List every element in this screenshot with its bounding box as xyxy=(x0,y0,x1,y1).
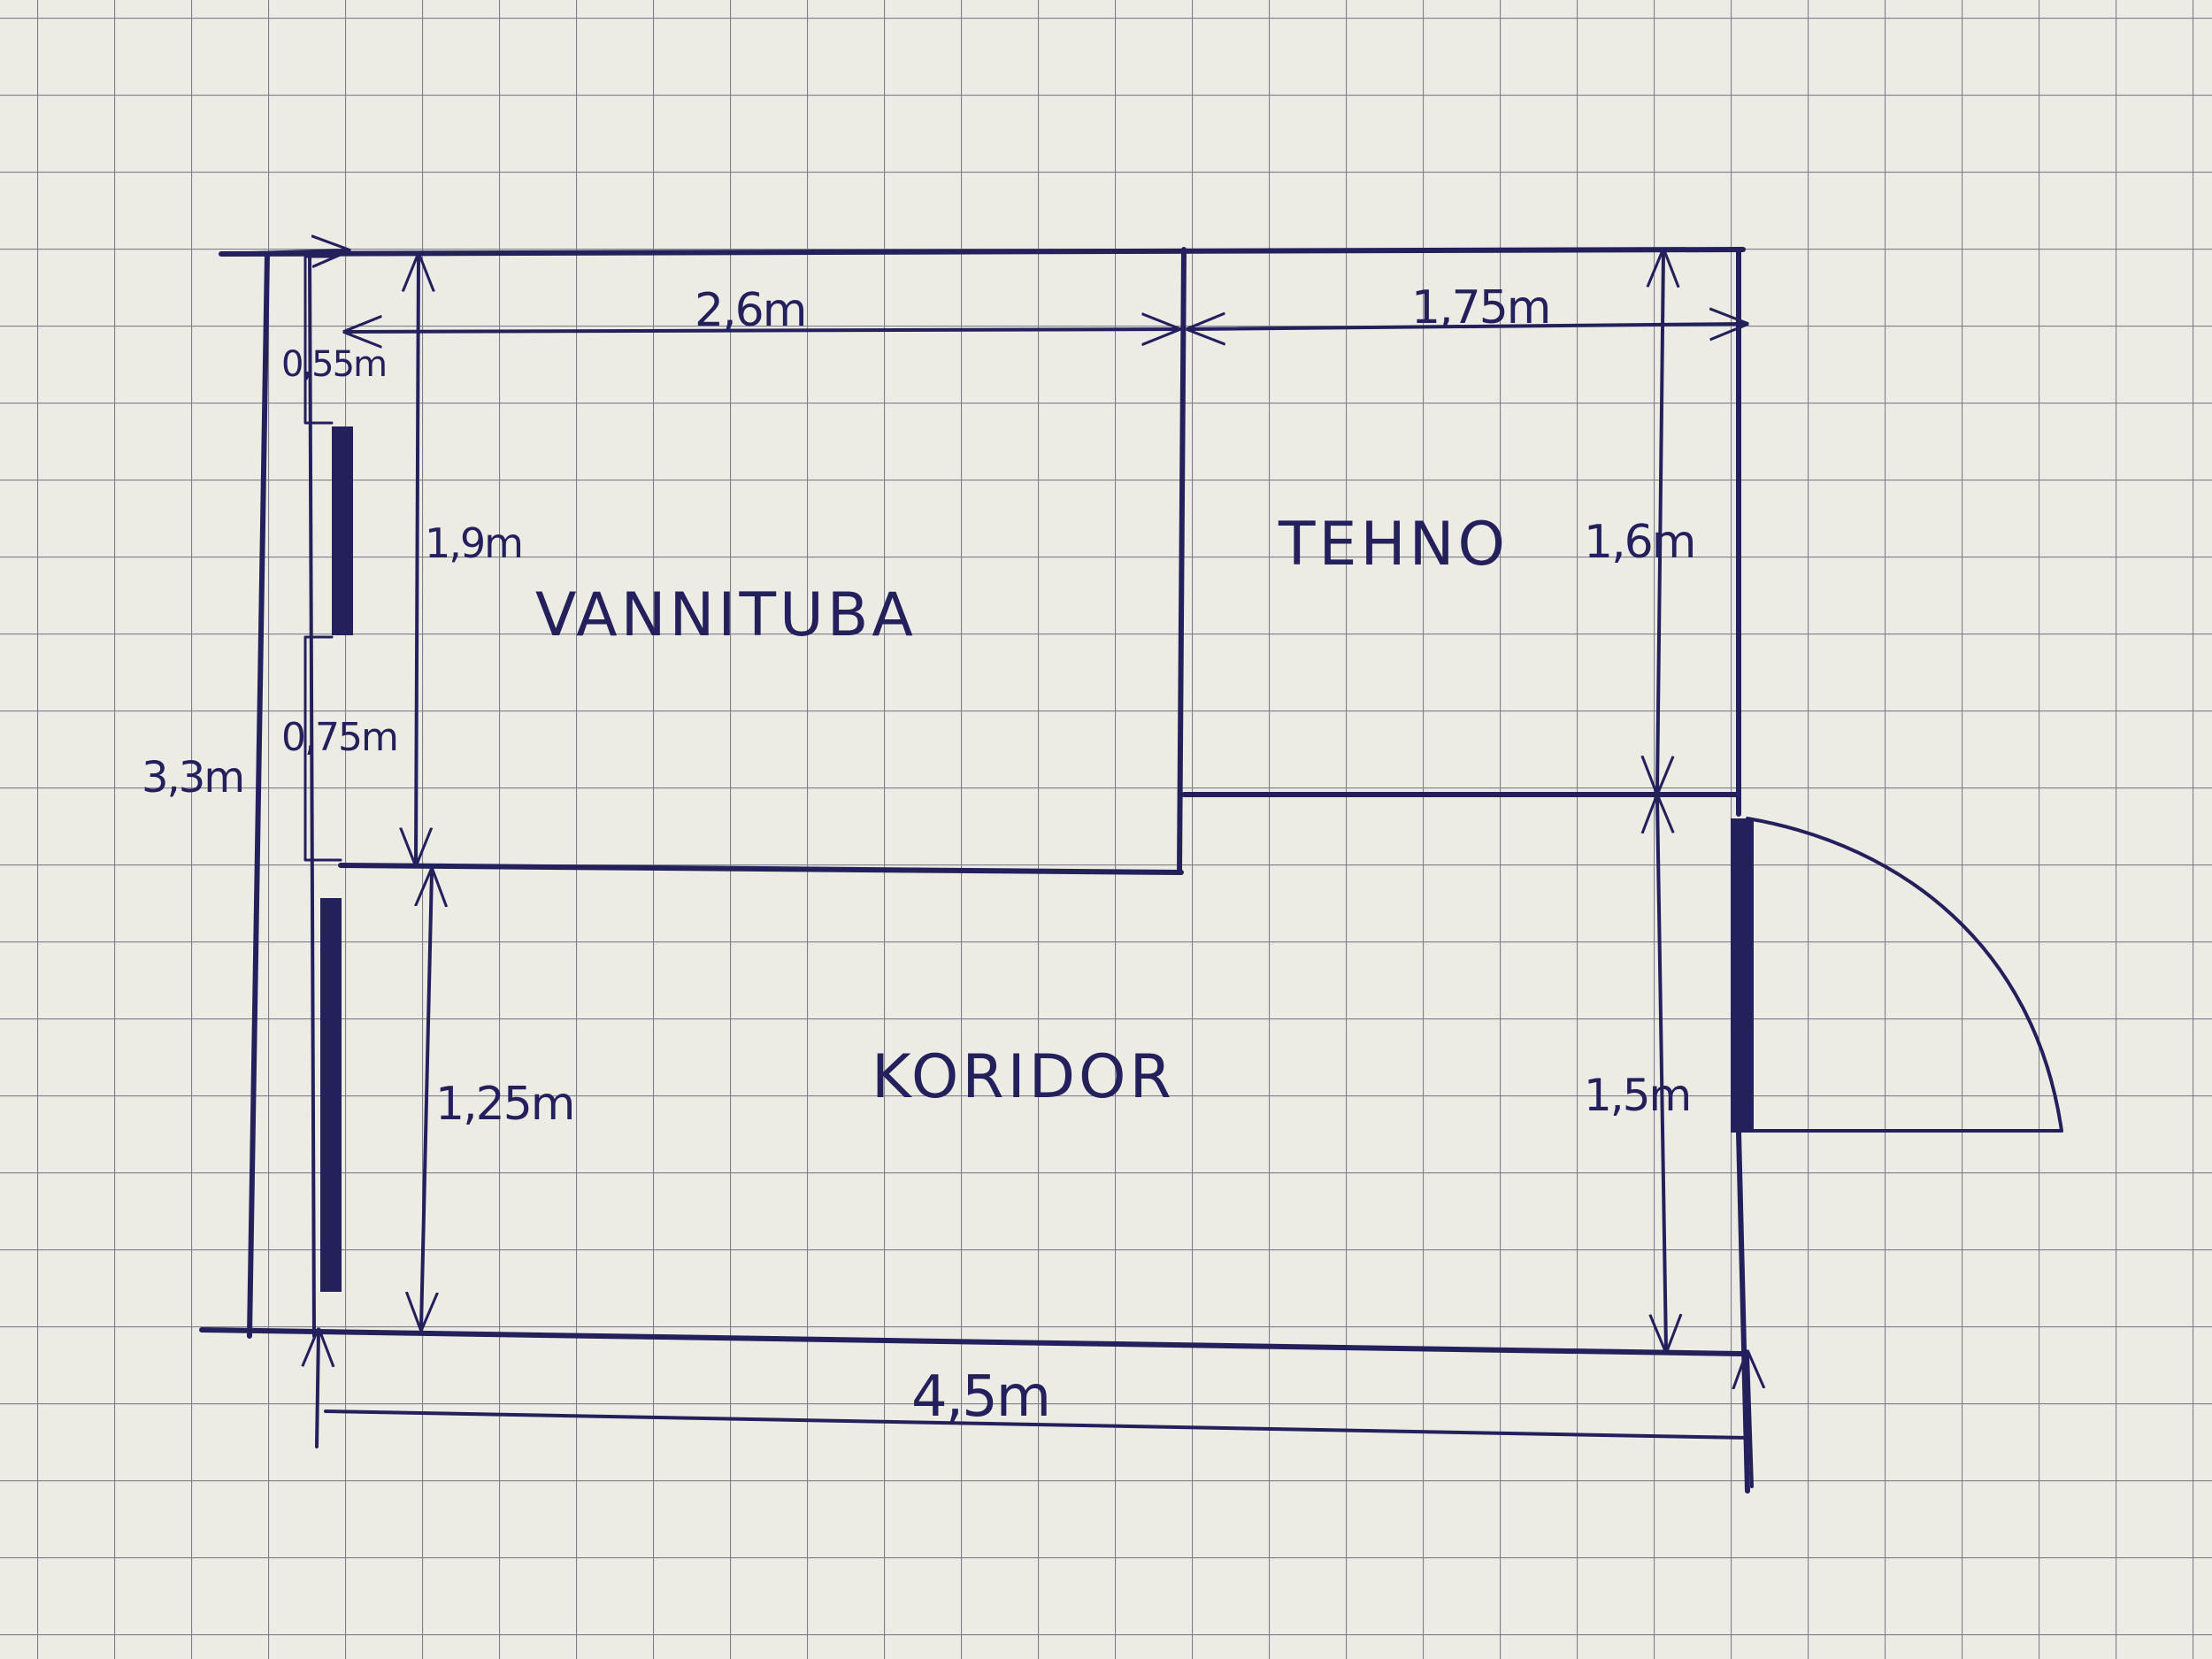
width-2-6-line xyxy=(347,329,1177,332)
height-1-5-line xyxy=(1657,798,1666,1349)
dimension-lines xyxy=(219,250,1752,1488)
outer-walls xyxy=(199,247,1750,1494)
right-extension-line xyxy=(1747,1354,1752,1488)
room-label-corridor: KORIDOR xyxy=(872,1042,1175,1112)
height-1-6-line xyxy=(1657,252,1663,791)
room-label-tehno: TEHNO xyxy=(1278,510,1509,580)
window-lower xyxy=(320,898,342,1292)
left-extension-line xyxy=(317,1332,319,1448)
window-upper xyxy=(332,426,353,635)
total-height-line xyxy=(308,252,316,1338)
dim-label-4-5: 4,5m xyxy=(911,1364,1049,1430)
window-offset-bracket xyxy=(303,255,334,425)
tehno-left-wall xyxy=(1177,247,1187,875)
windows xyxy=(320,426,1754,1292)
dimension-labels: 2,6m 1,75m 0,55m 1,9m 1,6m 0,75m 3,3m 1,… xyxy=(142,281,1696,1430)
height-1-25-line xyxy=(421,872,432,1327)
left-wall xyxy=(247,251,270,1339)
door-swing-arc xyxy=(1746,817,2063,1133)
door-swing xyxy=(1746,817,2063,1133)
dim-label-2-6: 2,6m xyxy=(695,284,805,337)
dim-label-0-55: 0,55m xyxy=(281,344,386,385)
door-leaf xyxy=(1731,818,1754,1133)
height-1-9-line xyxy=(416,257,419,863)
bottom-wall xyxy=(199,1327,1744,1356)
room-labels: VANNITUBA TEHNO KORIDOR xyxy=(535,510,1509,1112)
dim-label-0-75: 0,75m xyxy=(281,715,397,760)
room-label-bathroom: VANNITUBA xyxy=(535,580,917,650)
dim-label-3-3: 3,3m xyxy=(142,753,243,803)
gap-bracket xyxy=(303,635,342,862)
dim-label-1-6: 1,6m xyxy=(1584,516,1694,569)
dim-label-1-25: 1,25m xyxy=(435,1078,573,1131)
right-wall-lower xyxy=(1736,1130,1750,1494)
top-arrow xyxy=(219,250,347,254)
dim-label-1-9: 1,9m xyxy=(425,519,522,567)
top-wall xyxy=(219,247,1746,257)
dim-label-1-5: 1,5m xyxy=(1584,1070,1690,1121)
dim-label-1-75: 1,75m xyxy=(1411,281,1549,334)
bathroom-bottom-wall xyxy=(338,863,1184,875)
width-4-5-line xyxy=(324,1409,1749,1440)
